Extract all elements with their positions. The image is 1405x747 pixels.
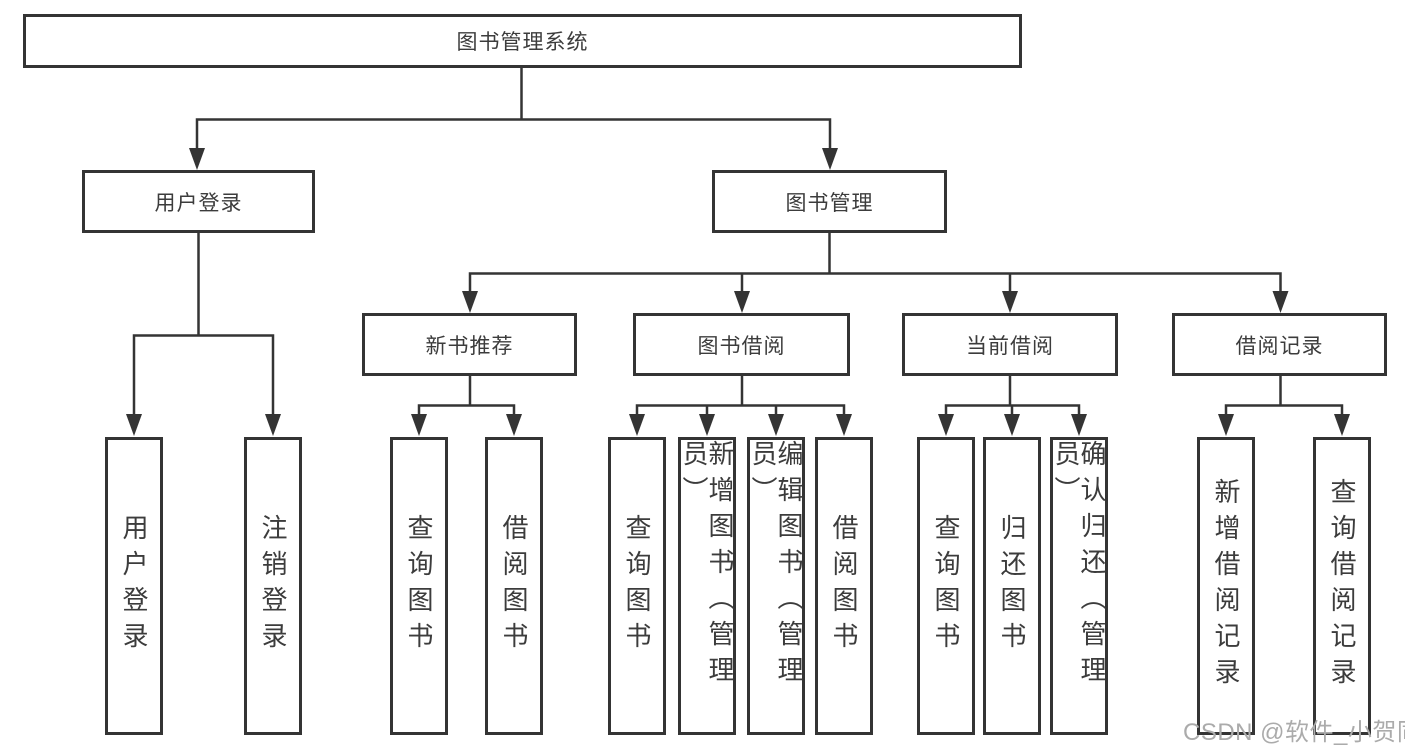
connector-root-to-children [189, 68, 838, 170]
leaf-borrow-books-recommendation: 借阅图书 [485, 437, 543, 735]
leaf-label: 用户登录 [119, 514, 149, 658]
arrow-down-icon [1272, 291, 1289, 313]
leaf-query-borrow-record: 查询借阅记录 [1313, 437, 1371, 735]
node-library-management-system: 图书管理系统 [23, 14, 1022, 68]
arrow-down-icon [126, 414, 142, 436]
leaf-edit-book-admin: 编辑图书（管理员） [747, 437, 805, 735]
leaf-return-books: 归还图书 [983, 437, 1041, 735]
arrow-down-icon [462, 291, 478, 313]
connector-user-login-to-children [126, 233, 281, 436]
arrow-down-icon [1334, 414, 1350, 436]
connector-current-borrowing-to-children [938, 376, 1087, 436]
arrow-down-icon [1218, 414, 1234, 436]
leaf-user-login: 用户登录 [105, 437, 163, 735]
arrow-down-icon [768, 414, 784, 436]
leaf-label: 新增图书（管理员） [679, 440, 735, 692]
watermark: CSDN @软件_小贺同学 [1183, 719, 1405, 746]
connector-line [132, 334, 275, 416]
leaf-label: 查询图书 [931, 514, 961, 658]
leaf-query-books-current: 查询图书 [917, 437, 975, 735]
arrow-down-icon [836, 414, 852, 436]
leaf-label: 注销登录 [258, 514, 288, 658]
node-borrowing-records: 借阅记录 [1172, 313, 1387, 376]
connector-line [1224, 404, 1344, 416]
connector-book-management-to-children [462, 233, 1289, 313]
leaf-confirm-return-admin: 确认归还（管理员） [1050, 437, 1108, 735]
node-new-book-recommendation: 新书推荐 [362, 313, 577, 376]
node-user-login: 用户登录 [82, 170, 315, 233]
leaf-query-books-borrowing: 查询图书 [608, 437, 666, 735]
connector-line [468, 272, 1282, 292]
connector-book-borrowing-to-children [629, 376, 852, 436]
arrow-down-icon [265, 414, 281, 436]
arrow-down-icon [1004, 414, 1020, 436]
leaf-label: 查询图书 [622, 514, 652, 658]
arrow-down-icon [699, 414, 715, 436]
node-current-borrowing: 当前借阅 [902, 313, 1118, 376]
leaf-add-book-admin: 新增图书（管理员） [678, 437, 736, 735]
connector-borrowing-records-to-children [1218, 376, 1350, 436]
connector-new-book-recommendation-to-children [411, 376, 522, 436]
arrow-down-icon [1071, 414, 1087, 436]
node-book-management: 图书管理 [712, 170, 947, 233]
connector-line [635, 404, 846, 416]
leaf-query-books-recommendation: 查询图书 [390, 437, 448, 735]
arrow-down-icon [734, 291, 750, 313]
leaf-label: 借阅图书 [499, 514, 529, 658]
leaf-label: 编辑图书（管理员） [748, 440, 804, 692]
arrow-down-icon [506, 414, 522, 436]
arrow-down-icon [938, 414, 954, 436]
leaf-label: 确认归还（管理员） [1051, 440, 1107, 692]
leaf-label: 新增借阅记录 [1211, 478, 1241, 694]
leaf-add-borrow-record: 新增借阅记录 [1197, 437, 1255, 735]
leaf-label: 借阅图书 [829, 514, 859, 658]
arrow-down-icon [411, 414, 427, 436]
node-book-borrowing: 图书借阅 [633, 313, 850, 376]
leaf-logout: 注销登录 [244, 437, 302, 735]
leaf-label: 归还图书 [997, 514, 1027, 658]
leaf-borrow-books: 借阅图书 [815, 437, 873, 735]
leaf-label: 查询借阅记录 [1327, 478, 1357, 694]
arrow-down-icon [1002, 291, 1018, 313]
arrow-down-icon [822, 148, 838, 170]
leaf-label: 查询图书 [404, 514, 434, 658]
arrow-down-icon [629, 414, 645, 436]
connector-line [417, 404, 516, 416]
connector-line [195, 118, 832, 150]
arrow-down-icon [189, 148, 205, 170]
